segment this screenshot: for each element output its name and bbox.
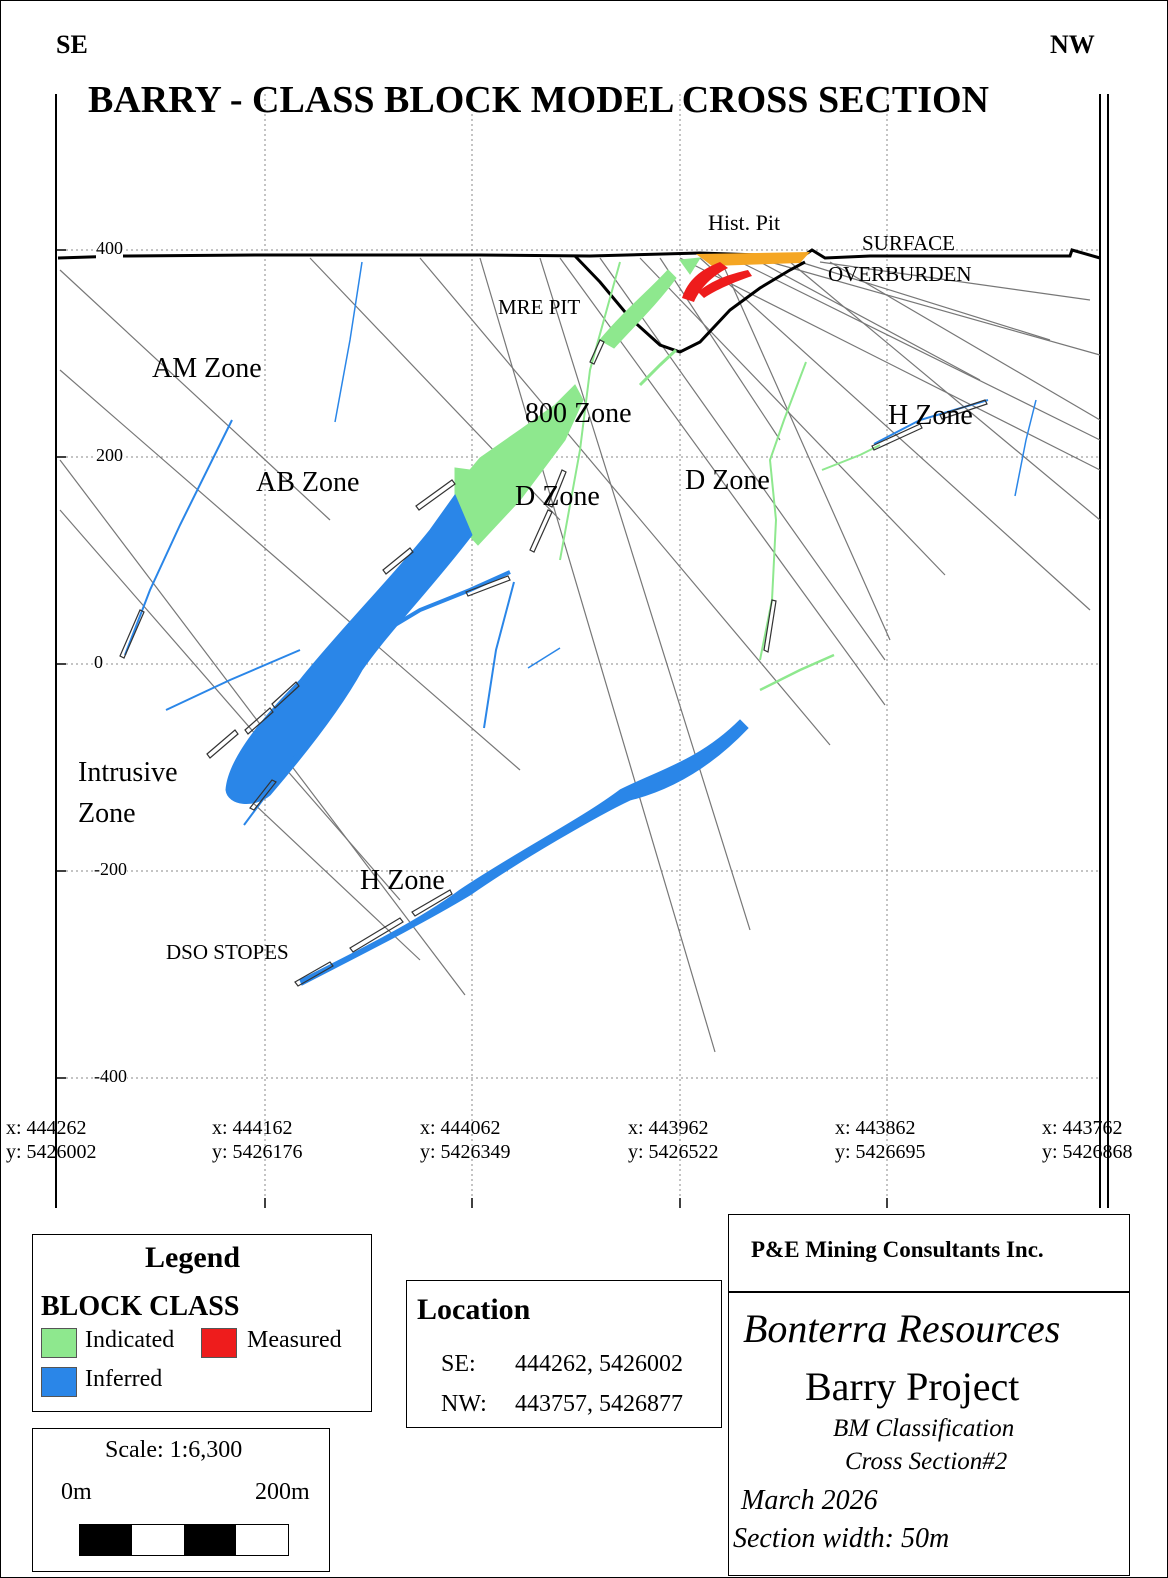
- elevation-label: -200: [94, 859, 127, 880]
- plot-frame: [55, 94, 1109, 1208]
- consultant-box: P&E Mining Consultants Inc.: [728, 1214, 1130, 1292]
- surface-label: SURFACE: [862, 231, 955, 255]
- grid-ticks: [56, 249, 888, 1208]
- coord-label-x: x: 443762: [1042, 1117, 1123, 1139]
- intrusive-zone-label: Intrusive: [78, 757, 178, 788]
- measured-label: Measured: [247, 1327, 342, 1353]
- coord-label-y: y: 5426176: [212, 1141, 303, 1163]
- elevation-label: 0: [94, 652, 103, 673]
- direction-nw: NW: [1050, 30, 1095, 59]
- historic-pit: [696, 252, 810, 266]
- date-label: March 2026: [741, 1485, 878, 1516]
- coord-label-x: x: 444162: [212, 1117, 293, 1139]
- location-se-value: 444262, 5426002: [515, 1351, 683, 1377]
- page-title: BARRY - CLASS BLOCK MODEL CROSS SECTION: [88, 79, 989, 121]
- inferred-swatch: [41, 1367, 77, 1397]
- location-box: Location SE: 444262, 5426002 NW: 443757,…: [406, 1280, 722, 1428]
- scale-bar: [79, 1524, 289, 1556]
- coord-label-x: x: 443862: [835, 1117, 916, 1139]
- h-zone-upper-label: H Zone: [888, 400, 973, 431]
- h-zone-lower-inferred: [299, 719, 749, 986]
- dso-stopes-label: DSO STOPES: [166, 940, 289, 964]
- d-zone-right-label: D Zone: [685, 465, 770, 496]
- measured-blocks: [682, 262, 752, 302]
- inferred-zones: [124, 261, 1037, 986]
- measured-swatch: [201, 1328, 237, 1358]
- project-name: Barry Project: [805, 1364, 1020, 1409]
- location-title: Location: [417, 1293, 531, 1326]
- ab-intrusive-inferred: [225, 493, 473, 804]
- coord-label-x: x: 444062: [420, 1117, 501, 1139]
- inferred-label: Inferred: [85, 1366, 163, 1392]
- coord-label-y: y: 5426002: [6, 1141, 97, 1163]
- d-zone-left-label: D Zone: [515, 481, 600, 512]
- elevation-label: 400: [96, 238, 123, 259]
- bm-classification-label: BM Classification: [833, 1415, 1015, 1442]
- zone-800-indicated: [454, 384, 584, 546]
- scale-end-label: 200m: [255, 1479, 310, 1505]
- overburden-label: OVERBURDEN: [828, 262, 972, 286]
- intrusive-zone-label: Zone: [78, 798, 136, 829]
- mre-pit-outline: [573, 254, 806, 354]
- project-box: Bonterra Resources Barry Project BM Clas…: [728, 1292, 1130, 1576]
- coord-label-x: x: 443962: [628, 1117, 709, 1139]
- location-nw-key: NW:: [441, 1391, 487, 1417]
- legend-subtitle: BLOCK CLASS: [41, 1291, 240, 1322]
- ab-zone-label: AB Zone: [256, 467, 360, 498]
- mre-pit-label: MRE PIT: [498, 295, 581, 319]
- zone-800-label: 800 Zone: [525, 398, 632, 429]
- am-zone-label: AM Zone: [152, 353, 262, 384]
- cross-section-label: Cross Section#2: [845, 1448, 1008, 1475]
- consultant-name: P&E Mining Consultants Inc.: [751, 1237, 1044, 1262]
- direction-se: SE: [56, 30, 88, 59]
- scale-box: Scale: 1:6,300 0m 200m: [32, 1428, 330, 1572]
- client-name: Bonterra Resources: [743, 1306, 1061, 1351]
- elevation-label: -400: [94, 1066, 127, 1087]
- coord-label-y: y: 5426522: [628, 1141, 719, 1163]
- coord-label-y: y: 5426868: [1042, 1141, 1133, 1163]
- indicated-swatch: [41, 1328, 77, 1358]
- coord-label-x: x: 444262: [6, 1117, 87, 1139]
- scale-start-label: 0m: [61, 1479, 92, 1505]
- h-zone-lower-label: H Zone: [360, 865, 445, 896]
- indicated-label: Indicated: [85, 1327, 175, 1353]
- dso-stopes: [119, 339, 988, 987]
- location-nw-value: 443757, 5426877: [515, 1391, 683, 1417]
- hist-pit-label: Hist. Pit: [708, 210, 781, 235]
- elevation-label: 200: [96, 445, 123, 466]
- legend-box: Legend BLOCK CLASS Indicated Measured In…: [32, 1234, 372, 1412]
- location-se-key: SE:: [441, 1351, 476, 1377]
- scale-label: Scale: 1:6,300: [105, 1437, 243, 1463]
- section-width-label: Section width: 50m: [733, 1523, 950, 1554]
- coord-label-y: y: 5426349: [420, 1141, 511, 1163]
- legend-title: Legend: [145, 1241, 241, 1274]
- coord-label-y: y: 5426695: [835, 1141, 926, 1163]
